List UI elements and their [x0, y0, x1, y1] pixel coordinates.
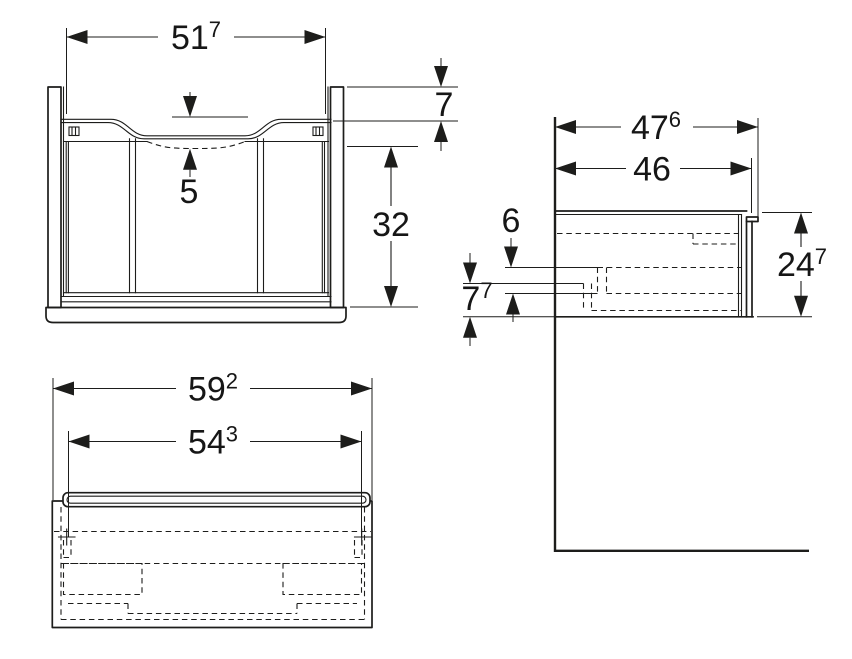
arrow-down-icon — [504, 246, 518, 268]
label-backing — [621, 109, 693, 144]
dim-label: 517 — [171, 17, 221, 57]
arrow-right-icon — [351, 381, 372, 396]
label-backing — [367, 206, 415, 241]
arrow-left-icon — [66, 30, 88, 44]
plan-view: 592 543 — [51, 369, 373, 629]
dim-front-top-clearance: 7 — [333, 58, 458, 151]
siphon-cutout-hidden-lines — [582, 266, 741, 312]
hidden-back-step — [692, 233, 739, 245]
dim-label: 6 — [502, 202, 521, 240]
arrow-left-icon — [555, 161, 576, 176]
dim-label: 476 — [631, 107, 681, 147]
dim-label: 247 — [777, 244, 827, 284]
drawer-divider-right — [256, 138, 265, 294]
fixing-bracket-right — [312, 126, 324, 137]
bracket-hatch — [315, 126, 321, 137]
label-backing — [626, 151, 680, 186]
arrow-right-icon — [340, 434, 362, 449]
front-panel-inner — [66, 495, 367, 504]
top-rail-upper-edge — [60, 118, 332, 137]
arrow-down-icon — [434, 66, 448, 87]
dim-label: 592 — [188, 369, 238, 409]
bracket-hatch — [71, 126, 77, 137]
dim-label: 7 — [435, 86, 454, 124]
front-view: 517 7 5 32 — [45, 17, 458, 324]
side-panel-right — [329, 86, 345, 309]
arrow-right-icon — [730, 161, 752, 176]
label-backing — [176, 423, 250, 458]
wall-and-floor-line — [553, 117, 809, 552]
arrow-up-icon — [463, 316, 477, 338]
arrow-up-icon — [384, 146, 398, 168]
arrow-down-icon — [384, 286, 398, 307]
dim-front-recess-depth: 5 — [172, 92, 248, 211]
drawer-sidewall-right — [321, 140, 326, 294]
drawer-divider-left — [128, 138, 137, 294]
dim-side-cutout-offset: 77 — [461, 253, 493, 346]
dim-side-cutout-height: 6 — [502, 202, 521, 322]
arrow-up-icon — [183, 148, 197, 170]
dim-side-total-height: 247 — [757, 212, 830, 318]
arrow-down-icon — [463, 262, 477, 284]
dim-label: 46 — [633, 151, 671, 189]
dim-front-opening-width: 517 — [66, 17, 326, 114]
arrow-left-icon — [53, 381, 74, 396]
dim-plan-total-width: 592 — [52, 369, 373, 500]
front-panel-outer — [62, 491, 371, 508]
label-backing — [176, 370, 250, 405]
bracket-body — [68, 126, 80, 137]
arrow-left-icon — [68, 434, 90, 449]
arrow-right-icon — [304, 30, 326, 44]
top-rail-lower-edge — [60, 122, 332, 140]
arrow-up-icon — [434, 121, 448, 142]
hidden-bottom-lines — [68, 602, 357, 615]
arrow-up-icon — [506, 293, 520, 315]
dim-label: 543 — [188, 422, 238, 462]
mounting-point-left — [57, 528, 76, 546]
arrow-up-icon — [794, 212, 808, 234]
dim-side-total-depth: 476 — [555, 107, 759, 221]
body-front-edge — [737, 213, 743, 318]
drawer-runner-left — [62, 562, 143, 596]
dim-label: 32 — [372, 206, 410, 244]
dim-label: 5 — [180, 173, 199, 211]
label-backing — [158, 19, 234, 54]
arrow-down-icon — [183, 96, 197, 117]
drawer-front-lip — [745, 216, 759, 223]
arrow-right-icon — [737, 120, 758, 134]
label-backing — [776, 247, 830, 281]
drawer-runner-right — [282, 562, 363, 596]
fixing-bracket-left — [68, 126, 80, 137]
dim-label: 77 — [461, 278, 492, 318]
side-panel-left — [47, 86, 62, 309]
drawer-sidewall-left — [65, 140, 69, 294]
side-view: 476 46 6 77 — [461, 107, 830, 552]
body-outline — [51, 500, 373, 629]
grip-recess-hidden-curve — [146, 140, 246, 150]
dim-plan-inner-width: 543 — [68, 422, 362, 537]
arrow-down-icon — [794, 295, 808, 317]
bottom-plinth — [45, 306, 347, 324]
drawer-front-panel — [745, 220, 753, 318]
hinge-hidden-steps — [62, 540, 363, 559]
dim-side-body-depth: 46 — [555, 151, 752, 213]
bracket-body — [312, 126, 324, 137]
dim-front-interior-height: 32 — [347, 146, 418, 308]
arrow-left-icon — [555, 120, 576, 134]
